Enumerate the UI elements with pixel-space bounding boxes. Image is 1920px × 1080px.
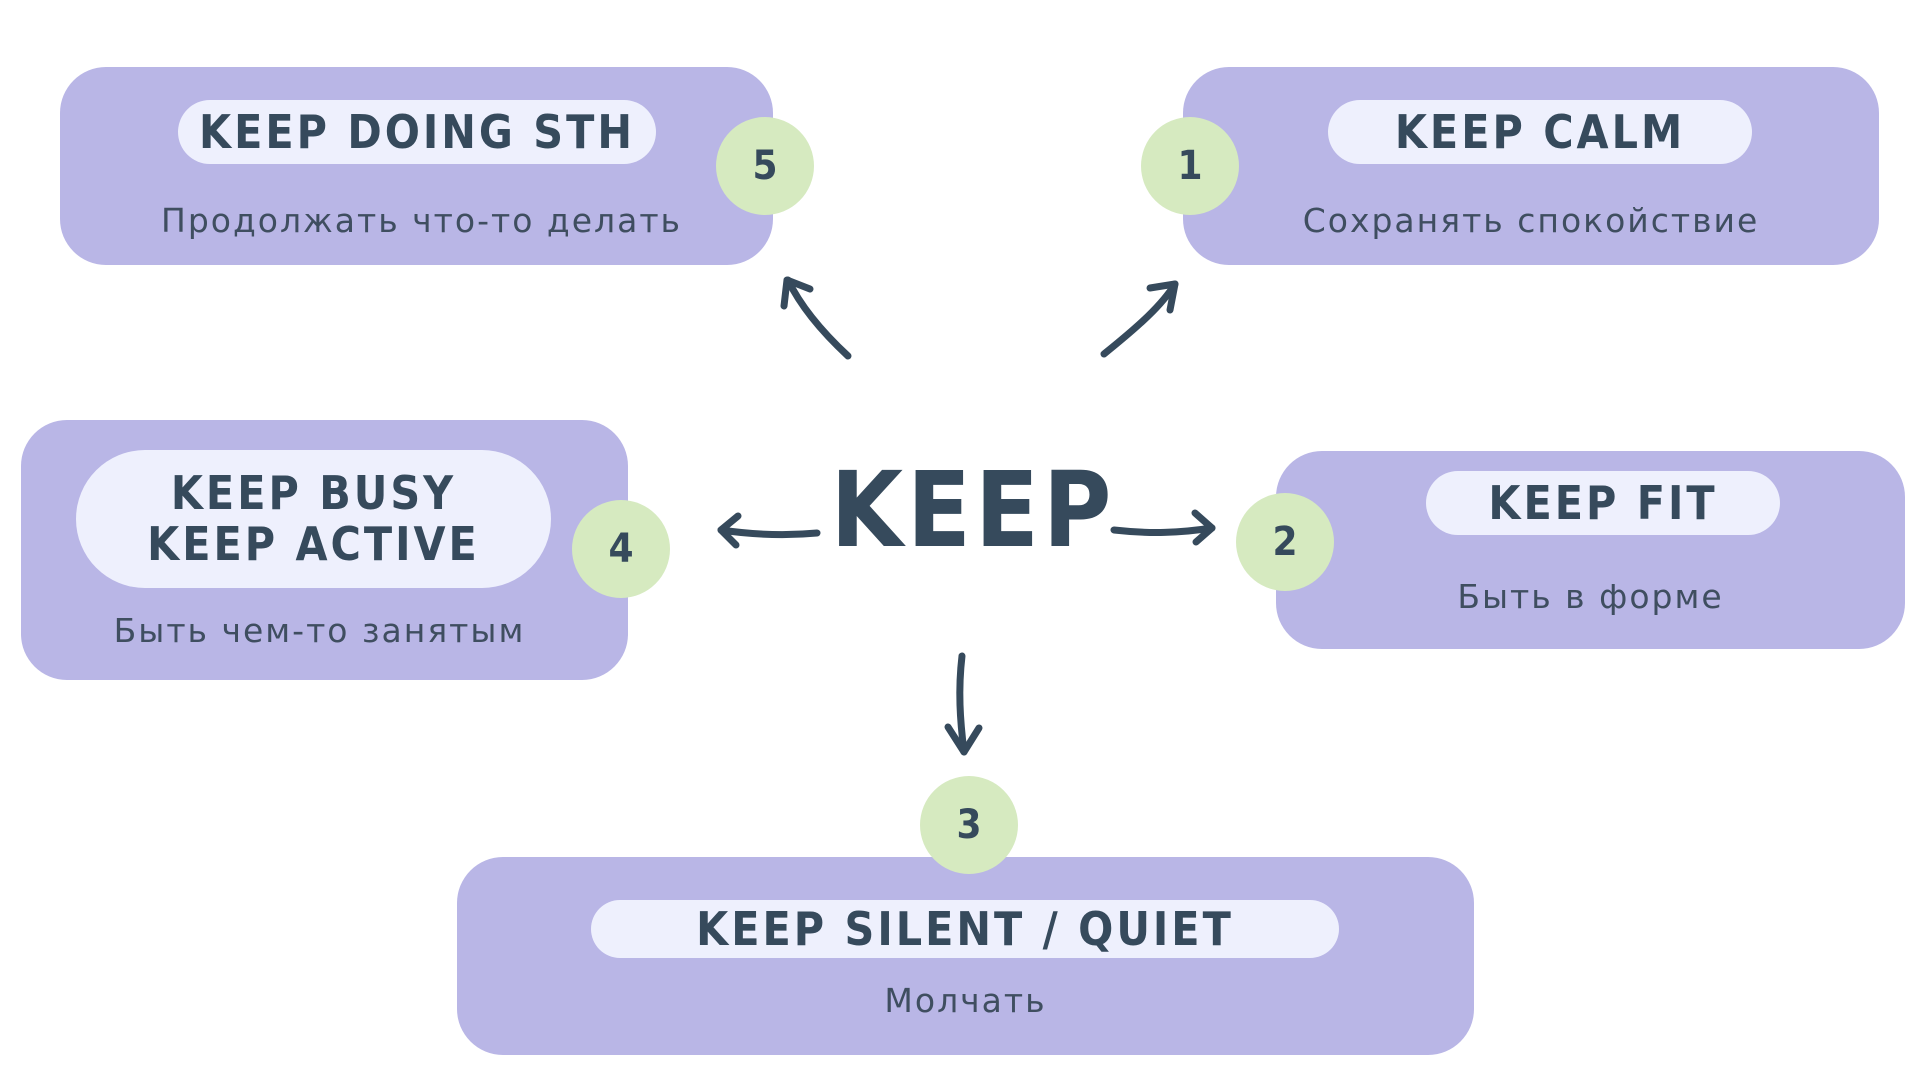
arrow-to-node-3	[944, 652, 983, 756]
node-keep-fit: KEEP FIT Быть в форме	[1276, 451, 1905, 649]
center-keep-label: KEEP	[830, 449, 1116, 571]
phrase-text: KEEP CALM	[1394, 104, 1686, 159]
translation-text: Быть чем-то занятым	[113, 611, 526, 650]
node-keep-doing-sth: KEEP DOING STH Продолжать что-то делать	[60, 67, 773, 265]
arrow-to-node-4	[717, 512, 821, 549]
phrase-pill: KEEP DOING STH	[178, 100, 656, 164]
number-badge-2: 2	[1236, 493, 1334, 591]
translation-text: Молчать	[884, 981, 1047, 1020]
number-badge-1: 1	[1141, 117, 1239, 215]
phrase-pill: KEEP FIT	[1426, 471, 1780, 535]
translation-text: Продолжать что-то делать	[161, 201, 682, 240]
phrase-pill: KEEP CALM	[1328, 100, 1752, 164]
number-badge-3: 3	[920, 776, 1018, 874]
node-keep-silent-quiet: KEEP SILENT / QUIET Молчать	[457, 857, 1474, 1055]
arrow-to-node-5	[780, 276, 852, 360]
translation-text: Сохранять спокойствие	[1302, 201, 1760, 240]
phrase-pill: KEEP SILENT / QUIET	[591, 900, 1339, 958]
node-keep-busy-active: KEEP BUSY KEEP ACTIVE Быть чем-то заняты…	[21, 420, 628, 680]
phrase-text: KEEP FIT	[1488, 475, 1718, 530]
phrase-text: KEEP SILENT / QUIET	[696, 901, 1234, 956]
number-badge-5: 5	[716, 117, 814, 215]
translation-text: Быть в форме	[1457, 577, 1724, 616]
number-badge-4: 4	[572, 500, 670, 598]
arrow-to-node-1	[1100, 280, 1179, 358]
phrase-text: KEEP DOING STH	[199, 104, 635, 159]
phrase-text: KEEP BUSY KEEP ACTIVE	[147, 466, 480, 571]
arrow-to-node-2	[1110, 509, 1216, 546]
phrase-pill: KEEP BUSY KEEP ACTIVE	[76, 450, 551, 588]
node-keep-calm: KEEP CALM Сохранять спокойствие	[1183, 67, 1879, 265]
